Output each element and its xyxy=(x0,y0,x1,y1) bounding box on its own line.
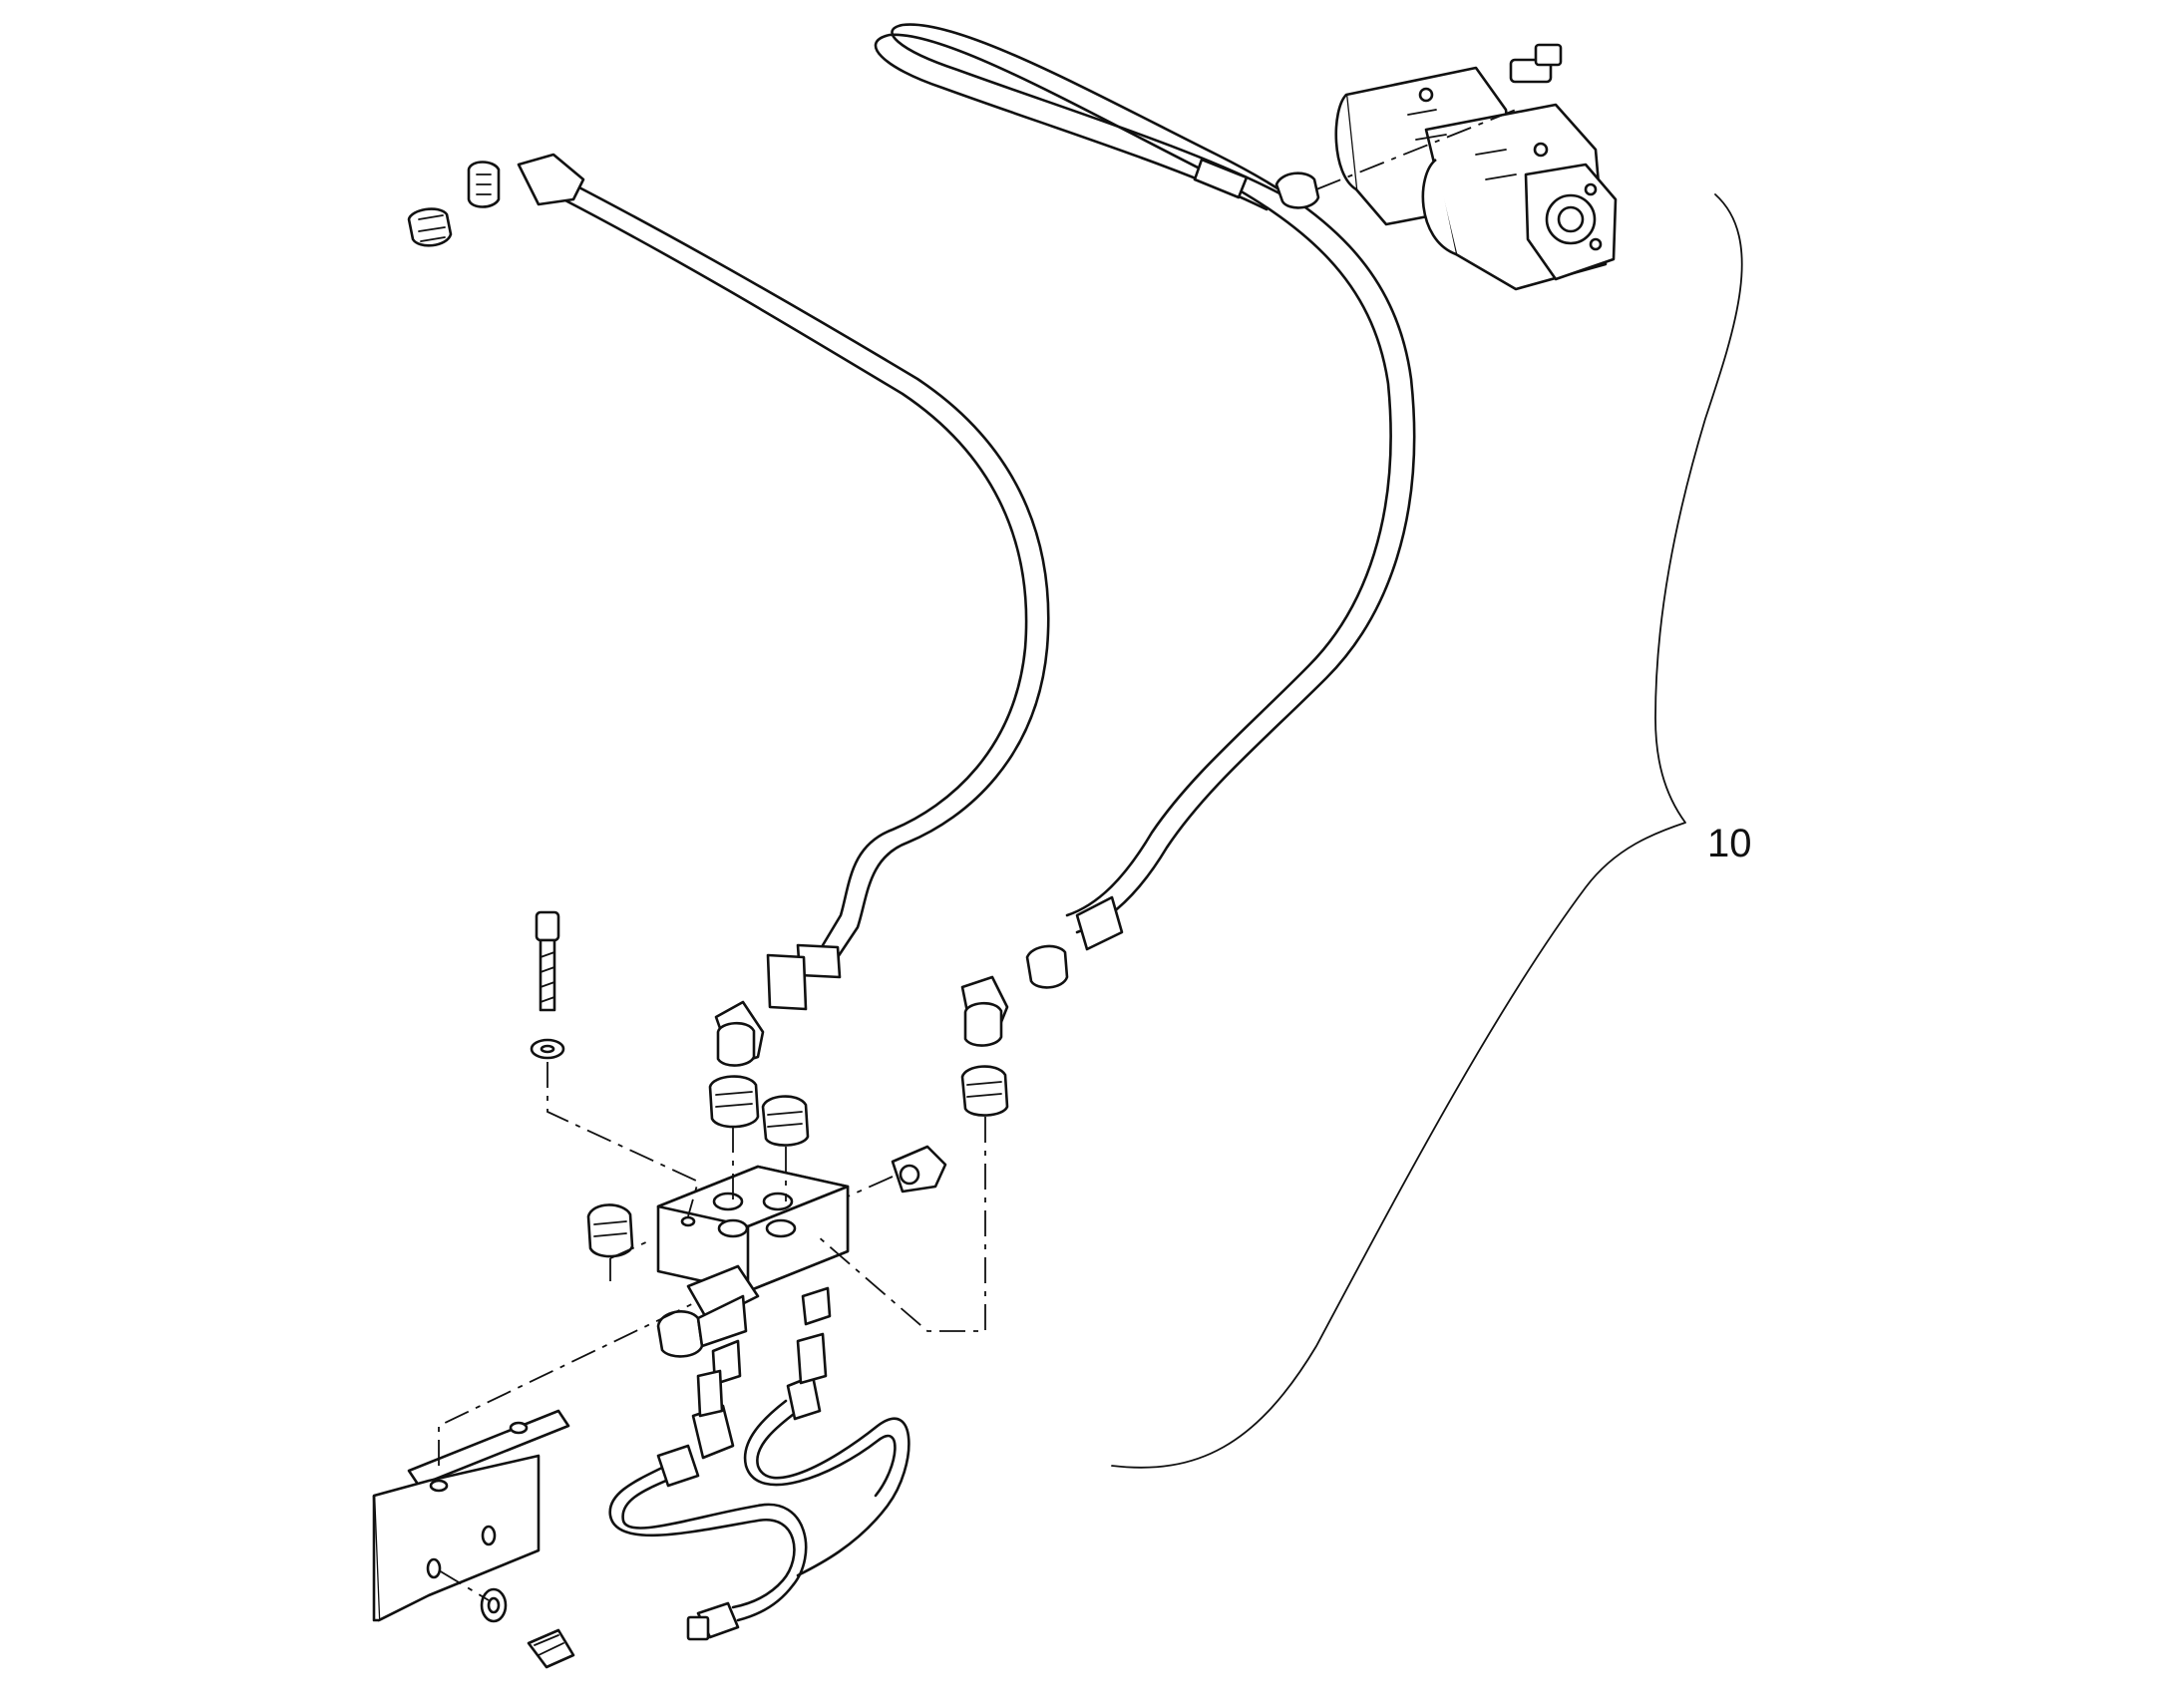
valve-top-fittings xyxy=(708,1065,1009,1147)
pump-dash-line xyxy=(1315,109,1517,190)
callout-label-10: 10 xyxy=(1707,822,1752,865)
bracket-washer-screw xyxy=(480,1587,575,1669)
top-left-adapter xyxy=(407,207,453,247)
assembly-dash-lines xyxy=(438,1062,986,1601)
valve-side-fitting xyxy=(891,1145,947,1194)
valve-elbows xyxy=(714,975,1009,1067)
callout-brace xyxy=(1111,193,1743,1469)
lower-small-hose xyxy=(608,1332,910,1641)
mounting-bracket xyxy=(372,1409,570,1622)
right-hose xyxy=(874,23,1416,989)
mounting-bolt xyxy=(530,910,565,1060)
hydraulic-pump xyxy=(1334,43,1618,291)
valve-left-adapter xyxy=(586,1203,634,1258)
top-left-elbow-fitting xyxy=(467,153,585,208)
left-hose xyxy=(561,182,1050,1011)
valve-block xyxy=(656,1165,850,1386)
